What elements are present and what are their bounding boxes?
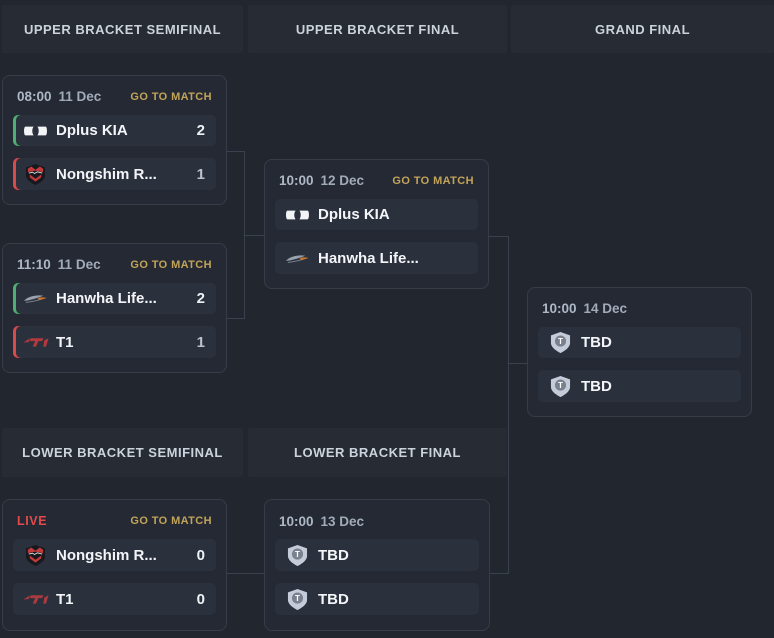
team-name: Nongshim R... — [56, 165, 157, 183]
dplus-kia-logo-icon — [22, 125, 49, 137]
match-card-lower-semifinal[interactable]: LIVE GO TO MATCH Nongshim R... 0 — [2, 499, 227, 631]
match-card-upper-semifinal-2[interactable]: 11:10 11 Dec GO TO MATCH Hanwha Life... … — [2, 243, 227, 373]
team-score: 0 — [196, 590, 205, 608]
match-card-grand-final[interactable]: 10:00 14 Dec T TBD T TBD — [527, 287, 752, 417]
match-schedule: 11:10 11 Dec — [17, 257, 130, 272]
team-score: 1 — [196, 333, 205, 351]
team-row[interactable]: T1 1 — [13, 326, 216, 358]
match-schedule: 08:00 11 Dec — [17, 89, 130, 104]
go-to-match-link[interactable]: GO TO MATCH — [130, 515, 212, 527]
match-status: LIVE — [17, 514, 130, 528]
team-name: TBD — [318, 546, 349, 564]
match-schedule: 10:00 12 Dec — [279, 173, 392, 188]
bracket-connector — [508, 236, 509, 573]
match-meta: 10:00 12 Dec GO TO MATCH — [279, 172, 474, 190]
team-row[interactable]: Dplus KIA 2 — [13, 114, 216, 147]
column-header-grand-final: GRAND FINAL — [511, 5, 774, 53]
match-meta: 10:00 13 Dec — [279, 512, 475, 530]
team-name: Hanwha Life... — [56, 290, 157, 308]
match-time: 10:00 — [542, 301, 577, 317]
team-row[interactable]: Hanwha Life... — [275, 242, 478, 274]
match-date: 14 Dec — [583, 301, 628, 317]
team-row[interactable]: T TBD — [538, 326, 741, 359]
team-row[interactable]: Nongshim R... 1 — [13, 158, 216, 190]
tbd-shield-icon: T — [284, 588, 311, 611]
match-time: 11:10 — [17, 257, 51, 273]
team-row[interactable]: Nongshim R... 0 — [13, 539, 216, 571]
match-time: 10:00 — [279, 513, 314, 529]
match-card-upper-semifinal-1[interactable]: 08:00 11 Dec GO TO MATCH Dplus KIA 2 — [2, 75, 227, 205]
team-row[interactable]: T TBD — [538, 370, 741, 402]
match-meta: 10:00 14 Dec — [542, 300, 737, 318]
column-header-upper-bracket-semifinal: UPPER BRACKET SEMIFINAL — [2, 5, 243, 53]
tbd-shield-icon: T — [284, 544, 311, 567]
go-to-match-link[interactable]: GO TO MATCH — [392, 174, 474, 187]
team-score: 2 — [196, 290, 205, 308]
team-row[interactable]: Dplus KIA — [275, 198, 478, 231]
team-score: 0 — [196, 546, 205, 564]
column-header-label: LOWER BRACKET FINAL — [294, 445, 461, 460]
match-card-upper-final[interactable]: 10:00 12 Dec GO TO MATCH Dplus KIA — [264, 159, 489, 289]
match-date: 11 Dec — [57, 257, 101, 273]
nongshim-redforce-logo-icon — [22, 163, 49, 186]
column-header-label: UPPER BRACKET SEMIFINAL — [23, 21, 222, 37]
column-header-lower-bracket-semifinal: LOWER BRACKET SEMIFINAL — [2, 428, 243, 477]
match-schedule: 10:00 13 Dec — [279, 514, 475, 529]
team-name: Dplus KIA — [318, 206, 390, 224]
t1-logo-icon — [22, 336, 49, 348]
bracket-connector — [227, 151, 245, 152]
team-name: T1 — [56, 333, 74, 351]
team-name: TBD — [318, 590, 349, 608]
tbd-shield-letter: T — [558, 337, 563, 346]
match-meta: LIVE GO TO MATCH — [17, 512, 212, 530]
team-row[interactable]: T1 0 — [13, 583, 216, 615]
column-header-label: LOWER BRACKET SEMIFINAL — [22, 445, 223, 460]
column-header-label: UPPER BRACKET FINAL — [295, 21, 460, 37]
match-date: 11 Dec — [58, 89, 102, 105]
team-name: TBD — [581, 377, 612, 395]
team-name: Dplus KIA — [56, 122, 128, 140]
team-name: Nongshim R... — [56, 546, 157, 564]
dplus-kia-logo-icon — [284, 209, 311, 221]
tbd-shield-icon: T — [547, 375, 574, 398]
bracket-connector — [490, 573, 509, 574]
team-name: T1 — [56, 590, 74, 608]
bracket-connector — [227, 573, 265, 574]
team-name: Hanwha Life... — [318, 249, 419, 267]
bracket-connector — [489, 236, 509, 237]
live-badge: LIVE — [17, 514, 48, 528]
team-row[interactable]: T TBD — [275, 583, 479, 615]
hanwha-life-logo-icon — [284, 252, 311, 265]
bracket-connector — [244, 235, 265, 236]
t1-logo-icon — [22, 593, 49, 605]
match-meta: 08:00 11 Dec GO TO MATCH — [17, 88, 212, 106]
match-meta: 11:10 11 Dec GO TO MATCH — [17, 256, 212, 274]
bracket-connector — [227, 318, 245, 319]
team-row[interactable]: T TBD — [275, 539, 479, 571]
match-time: 08:00 — [17, 89, 52, 105]
hanwha-life-logo-icon — [22, 292, 49, 305]
tbd-shield-icon: T — [547, 331, 574, 354]
team-score: 1 — [196, 165, 205, 183]
match-card-lower-final[interactable]: 10:00 13 Dec T TBD T TBD — [264, 499, 490, 631]
go-to-match-link[interactable]: GO TO MATCH — [130, 258, 212, 271]
column-header-label: GRAND FINAL — [594, 21, 691, 37]
column-header-lower-bracket-final: LOWER BRACKET FINAL — [248, 428, 507, 477]
tbd-shield-letter: T — [295, 594, 300, 603]
match-time: 10:00 — [279, 173, 314, 189]
match-date: 13 Dec — [320, 513, 365, 529]
column-header-upper-bracket-final: UPPER BRACKET FINAL — [248, 5, 507, 53]
team-row[interactable]: Hanwha Life... 2 — [13, 282, 216, 315]
match-schedule: 10:00 14 Dec — [542, 301, 737, 316]
go-to-match-link[interactable]: GO TO MATCH — [130, 90, 212, 103]
team-score: 2 — [196, 122, 205, 140]
team-name: TBD — [581, 334, 612, 352]
match-date: 12 Dec — [320, 173, 365, 189]
nongshim-redforce-logo-icon — [22, 544, 49, 567]
bracket-connector — [508, 363, 528, 364]
tbd-shield-letter: T — [295, 550, 300, 559]
tbd-shield-letter: T — [558, 381, 563, 390]
